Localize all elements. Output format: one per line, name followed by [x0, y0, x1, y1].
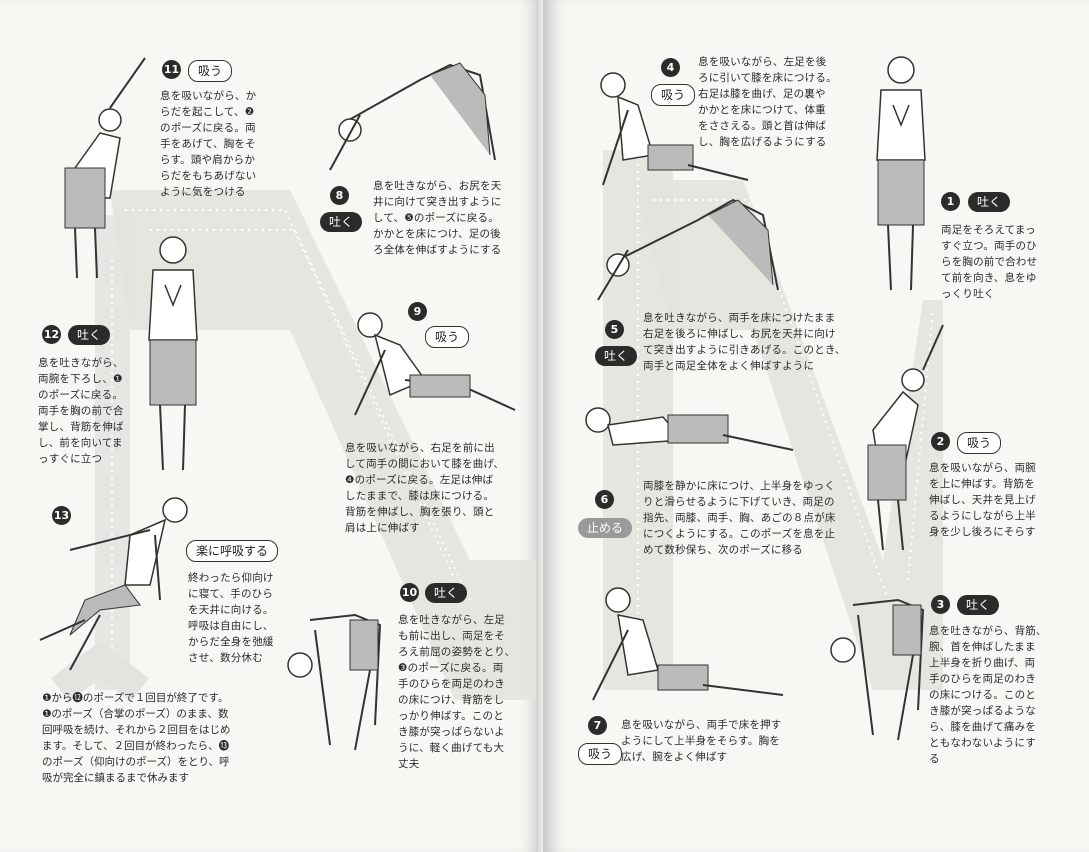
step-11-breath-badge: 吸う	[188, 60, 233, 82]
step-4-breath-badge: 吸う	[651, 84, 696, 106]
step-8-text: 息を吐きながら、お尻を天 井に向けて突き出すように して、❺のポーズに戻る。 か…	[373, 180, 502, 256]
step-7-number: 7	[588, 716, 607, 735]
step-6-breath-badge: 止める	[578, 518, 633, 538]
pose-5-figure	[597, 198, 779, 301]
pose-12-figure	[148, 236, 198, 471]
step-3-number: 3	[931, 595, 950, 614]
step-8-number: 8	[330, 186, 349, 205]
pose-7-figure	[592, 587, 784, 701]
step-8-breath-badge: 吐く	[320, 212, 363, 232]
pose-11-figure	[64, 57, 146, 279]
step-9-number: 9	[408, 302, 427, 321]
step-13-text: 終わったら仰向け に寝て、手のひら を天井に向ける。 呼吸は自由にし、 からだ全…	[188, 572, 274, 664]
step-13-number: 13	[52, 506, 71, 525]
step-7-breath-badge: 吸う	[578, 743, 623, 765]
step-2-breath-badge: 吸う	[957, 432, 1002, 454]
step-6-number: 6	[595, 490, 614, 509]
step-4-number: 4	[661, 58, 680, 77]
step-5-breath-badge: 吐く	[595, 346, 638, 366]
step-6-text: 両膝を静かに床につけ、上半身をゆっく りと滑らせるように下げていき、両足の 指先…	[643, 480, 836, 556]
pose-9-figure	[354, 312, 516, 416]
step-10-number: 10	[400, 583, 419, 602]
pose-3-figure	[830, 598, 925, 741]
step-11-text: 息を吸いながら、か らだを起こして、❷ のポーズに戻る。両 手をあげて、胸をそ …	[160, 90, 257, 198]
step-12-breath-badge: 吐く	[68, 325, 111, 345]
pose-4-figure	[600, 72, 749, 186]
step-1-breath-badge: 吐く	[968, 192, 1011, 212]
step-1-number: 1	[941, 192, 960, 211]
step-7-text: 息を吸いながら、両手で床を押す ようにして上半身をそらす。胸を 広げ、腕をよく伸…	[621, 719, 782, 763]
step-5-number: 5	[605, 320, 624, 339]
step-2-text: 息を吸いながら、両腕 を上に伸ばす。背筋を 伸ばし、天井を見上げ るようにしなが…	[929, 462, 1036, 538]
pose-2-figure	[867, 324, 944, 551]
left-page: 11 吸う 息を吸いながら、か らだを起こして、❷ のポーズに戻る。両 手をあげ…	[0, 0, 543, 852]
step-5-text: 息を吐きながら、両手を床につけたまま 右足を後ろに伸ばし、お尻を天井に向け て突…	[643, 312, 846, 372]
step-1-text: 両足をそろえてまっ すぐ立つ。両手のひ らを胸の前で合わせ て前を向き、息をゆ …	[941, 224, 1038, 300]
step-11-number: 11	[162, 60, 181, 79]
step-9-breath-badge: 吸う	[425, 326, 470, 348]
pose-10-figure	[287, 613, 382, 751]
step-10-breath-badge: 吐く	[425, 583, 468, 603]
step-3-breath-badge: 吐く	[957, 595, 1000, 615]
pose-13-figure	[39, 497, 188, 671]
step-3-text: 息を吐きながら、背筋、 腕、首を伸ばしたまま 上半身を折り曲げ、両 手のひらを両…	[929, 625, 1047, 765]
step-12-number: 12	[42, 325, 61, 344]
pose-8-figure	[329, 62, 496, 171]
step-2-number: 2	[931, 432, 950, 451]
step-12-text: 息を吐きながら、 両腕を下ろし、❶ のポーズに戻る。 両手を胸の前で合 掌し、背…	[38, 357, 124, 465]
step-13-breath-badge: 楽に呼吸する	[186, 540, 279, 562]
step-4-text: 息を吸いながら、左足を後 ろに引いて膝を床につける。 右足は膝を曲げ、足の裏や …	[698, 56, 837, 148]
cycle-footnote: ❶から⓬のポーズで１回目が終了です。 ❶のポーズ（合掌のポーズ）のまま、数 回呼…	[42, 692, 231, 784]
pose-1-figure	[876, 56, 926, 291]
pose-6-figure	[585, 407, 794, 451]
step-10-text: 息を吐きながら、左足 も前に出し、両足をそ ろえ前屈の姿勢をとり、 ❸のポーズに…	[398, 614, 516, 770]
step-9-text: 息を吸いながら、右足を前に出 して両手の間において膝を曲げ、 ❹のポーズに戻る。…	[345, 442, 505, 534]
right-page: 4 吸う 息を吸いながら、左足を後 ろに引いて膝を床につける。 右足は膝を曲げ、…	[543, 0, 1089, 852]
